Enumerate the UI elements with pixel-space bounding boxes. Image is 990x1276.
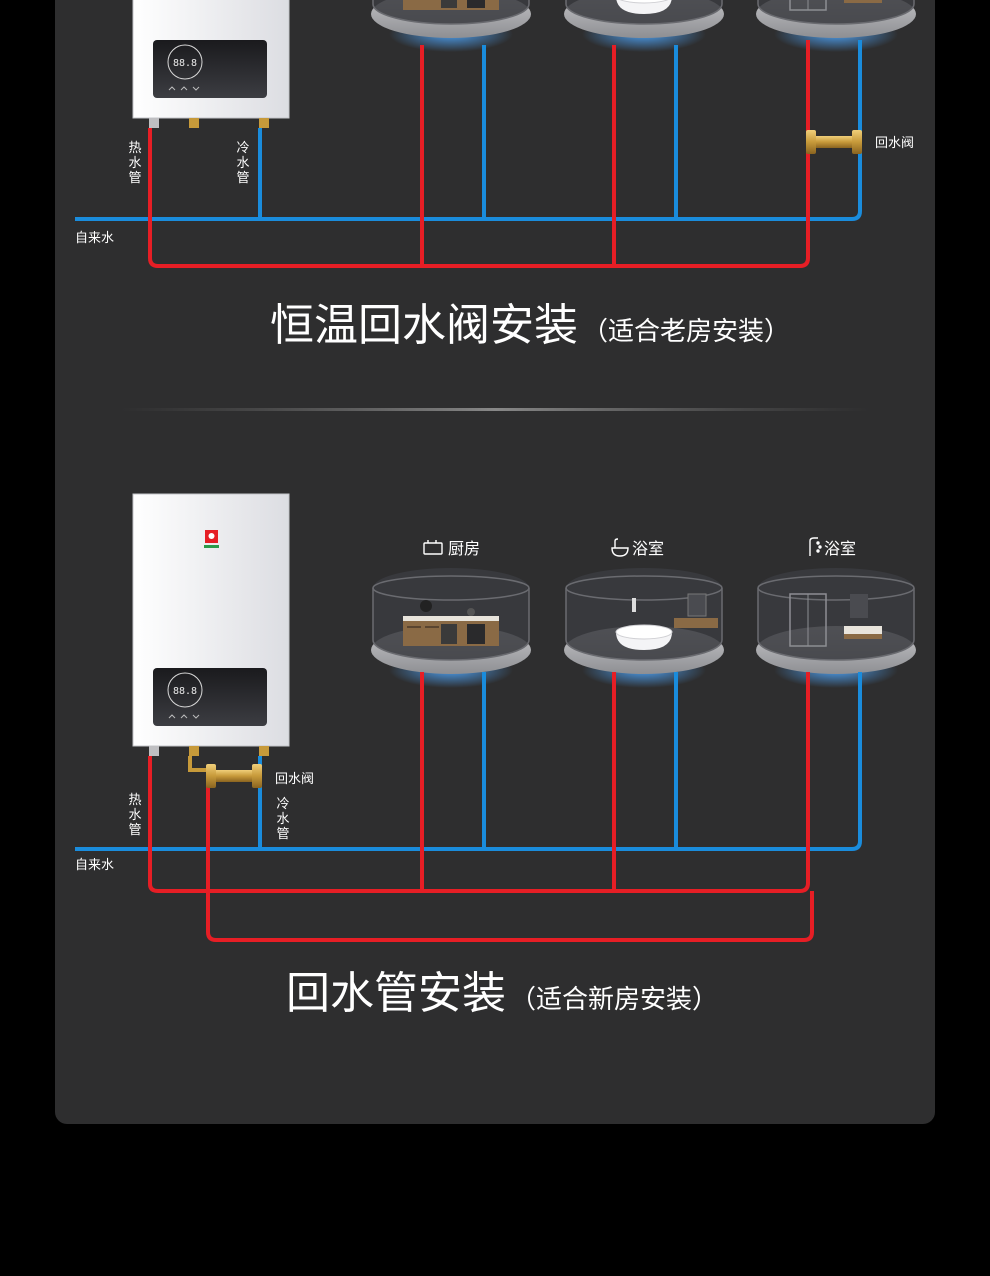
section1-hot-pipes <box>148 40 810 268</box>
section1-return-valve-icon <box>806 130 862 154</box>
section2-room-shower <box>755 567 917 689</box>
section2-hot-pipes <box>148 672 810 893</box>
section1-title-sub: （适合老房安装） <box>582 317 790 347</box>
section2: 厨房 浴室 浴室 <box>75 493 917 1019</box>
section2-tap-water-label: 自来水 <box>75 858 114 873</box>
section2-room-kitchen <box>370 567 532 689</box>
section1-cold-pipes <box>75 40 862 221</box>
section1-return-valve-label: 回水阀 <box>875 136 914 151</box>
section1-cold-pipe-label: 冷水管 <box>236 141 249 186</box>
stove-icon <box>423 540 443 555</box>
room-label-shower: 浴室 <box>809 537 856 558</box>
section-divider <box>120 408 870 411</box>
section2-return-valve-label: 回水阀 <box>275 772 314 787</box>
section1: 回水阀 自来水 热水管 冷水管 恒温回水阀安装（适合老房安装） <box>75 0 917 351</box>
room-label-bathroom: 浴室 <box>611 538 664 558</box>
section1-title: 恒温回水阀安装（适合老房安装） <box>270 300 790 351</box>
section1-tap-water-label: 自来水 <box>75 231 114 246</box>
section2-return-pipe <box>206 782 814 942</box>
section2-title-main: 回水管安装 <box>286 968 506 1019</box>
section2-return-valve-icon <box>206 764 262 788</box>
room-label-kitchen: 厨房 <box>423 539 480 558</box>
section1-hot-pipe-label: 热水管 <box>128 141 141 186</box>
section2-hot-pipe-label: 热水管 <box>128 793 141 838</box>
section1-water-heater <box>132 0 290 129</box>
section2-room-bathroom <box>563 567 725 689</box>
section1-room-bathroom <box>563 0 725 53</box>
shower-icon <box>809 537 822 556</box>
section2-title: 回水管安装（适合新房安装） <box>286 968 718 1019</box>
section1-room-kitchen <box>370 0 532 53</box>
svg-text:浴室: 浴室 <box>632 539 664 558</box>
section2-valve-connector <box>188 756 208 772</box>
svg-text:浴室: 浴室 <box>824 539 856 558</box>
section1-room-shower <box>755 0 917 53</box>
section2-title-sub: （适合新房安装） <box>510 985 718 1015</box>
svg-text:厨房: 厨房 <box>448 539 480 558</box>
section2-cold-pipe-label: 冷水管 <box>276 797 289 842</box>
brand-logo <box>204 530 219 548</box>
section1-title-main: 恒温回水阀安装 <box>270 300 578 351</box>
bathtub-icon <box>611 538 629 557</box>
